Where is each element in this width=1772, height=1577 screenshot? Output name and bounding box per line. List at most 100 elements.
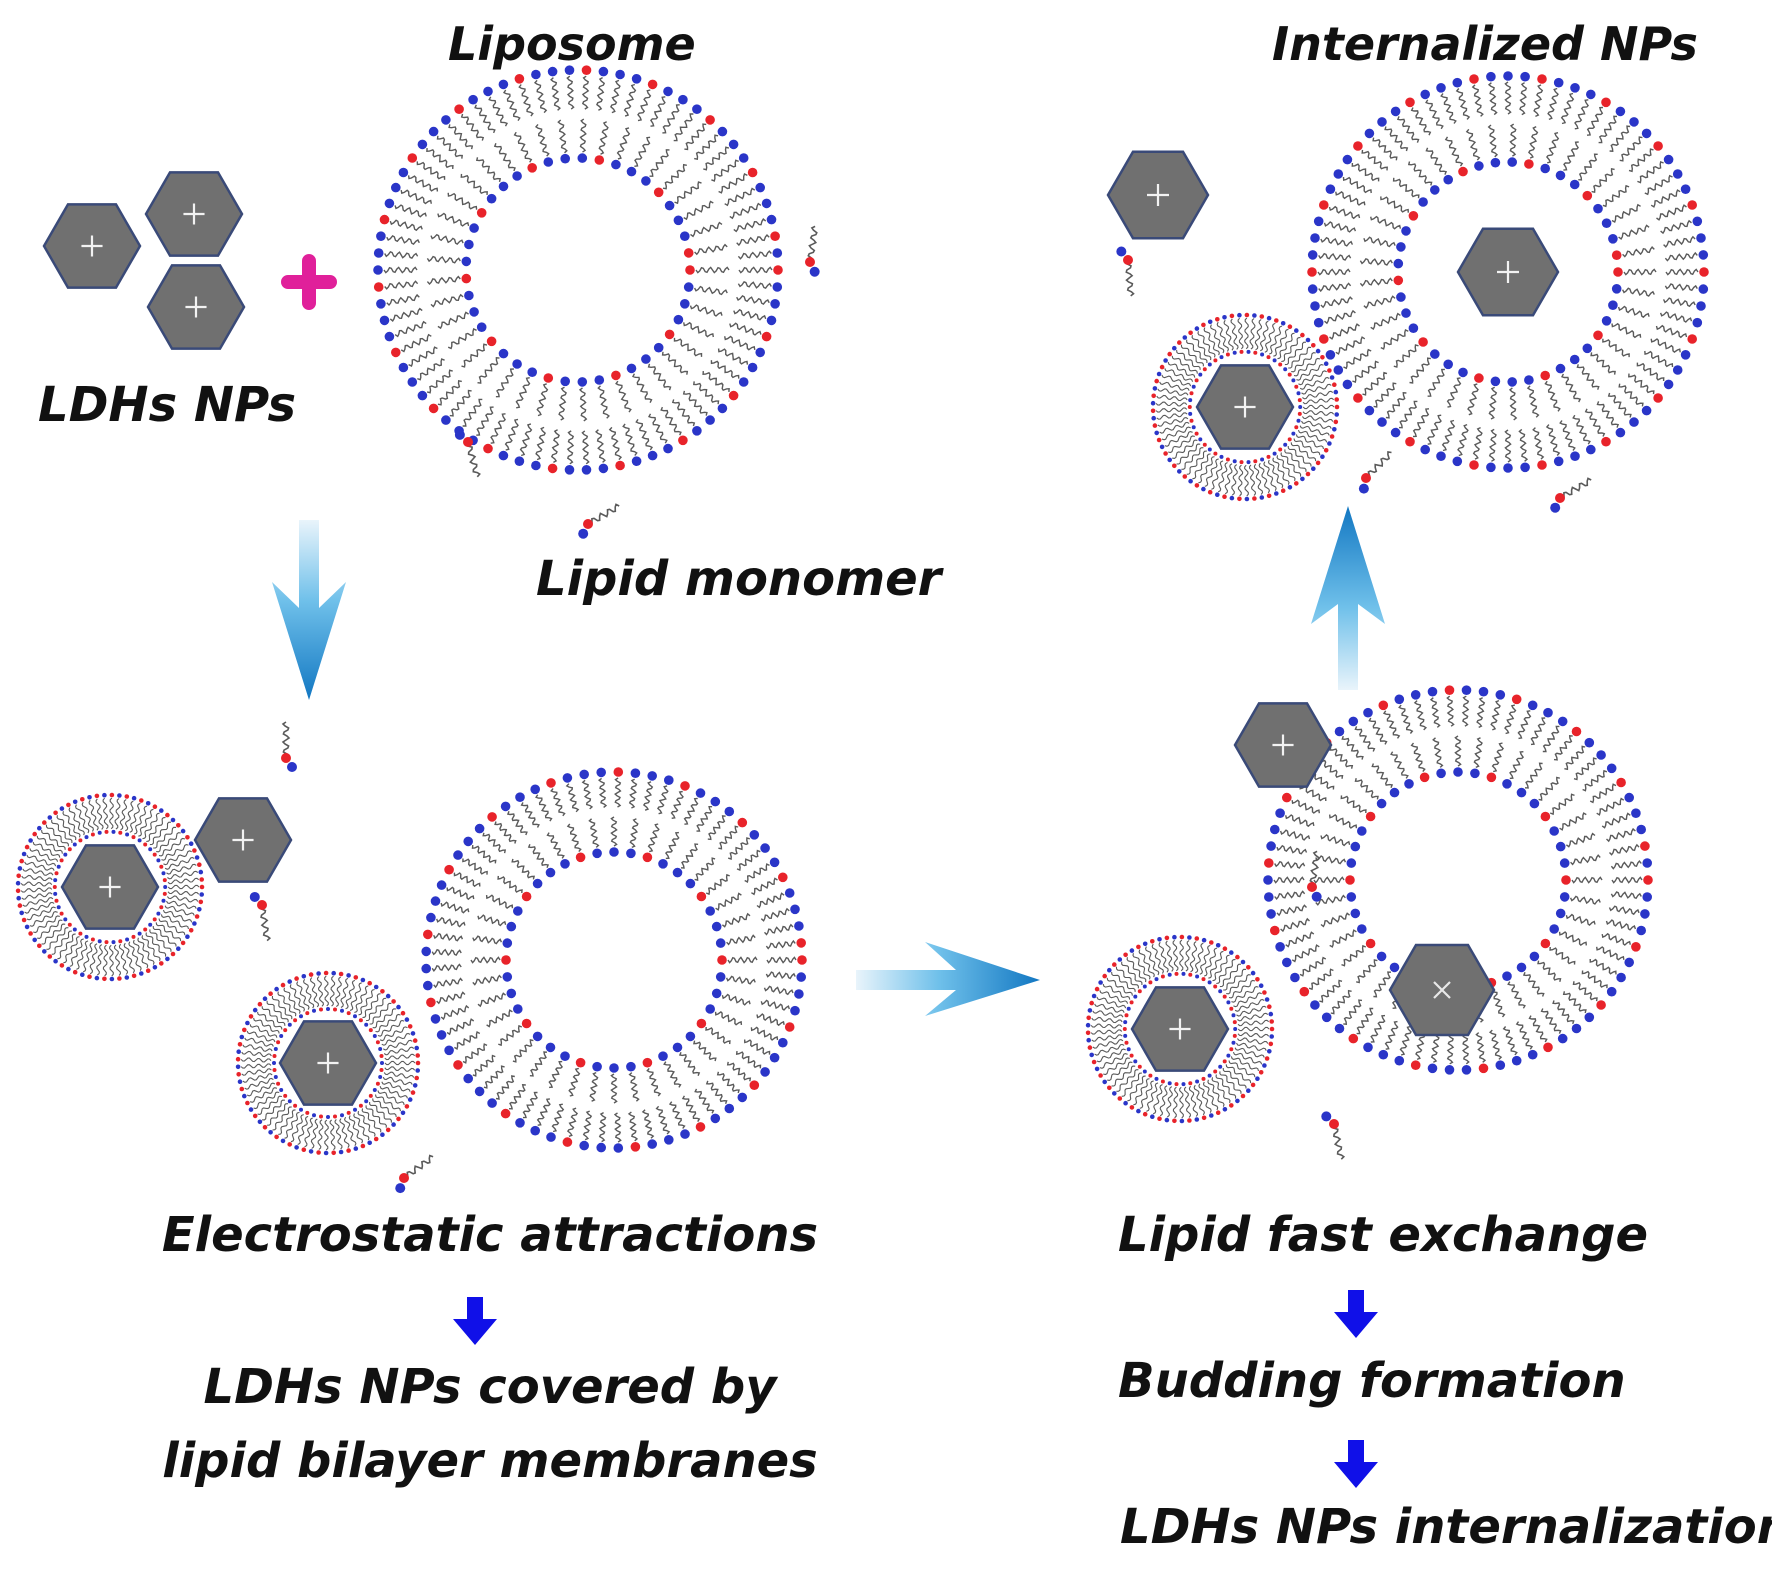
lipid-head (316, 971, 321, 976)
lipid-head (1123, 1020, 1128, 1025)
lipid-head (461, 273, 472, 284)
lipid-tail (1621, 287, 1655, 297)
lipid-head (373, 265, 383, 275)
lipid-head (1085, 1022, 1091, 1028)
lipid-head (560, 1051, 570, 1061)
lipid-head (248, 1014, 254, 1019)
lipid-head (1278, 447, 1283, 452)
lipid-head (1507, 157, 1517, 167)
lipid-head (198, 869, 204, 875)
lipid-tail (437, 379, 462, 406)
lipid-head (560, 376, 570, 387)
lipid-head (1246, 349, 1251, 354)
lipid-head (188, 928, 194, 933)
lipid-tail (1236, 1042, 1267, 1051)
lipid-head (262, 996, 268, 1001)
lipid-head (1195, 1079, 1200, 1084)
nanoparticles-layer (42, 150, 1560, 1106)
lipid-tail (375, 1013, 401, 1033)
lipid-monomer (395, 1154, 434, 1194)
lipid-head (268, 1130, 273, 1135)
lipid-head (1172, 463, 1177, 469)
lipid-tail (1490, 987, 1506, 1018)
lipid-head (272, 1054, 277, 1058)
lipid-head (710, 1113, 721, 1124)
lipid-head (560, 153, 570, 164)
lipid-tail (566, 1107, 579, 1137)
lipid-head (1182, 335, 1188, 340)
lipid-tail (1215, 1074, 1237, 1099)
lipid-head (1557, 716, 1568, 727)
lipid-tail (1126, 957, 1147, 983)
lipid-head (47, 954, 53, 959)
lipid-head (1553, 456, 1564, 467)
lipid-head (1218, 989, 1223, 994)
lipid-tail (1320, 912, 1351, 928)
lipid-head (1215, 943, 1221, 948)
lipid-tail (1660, 219, 1692, 235)
lipid-tail (597, 777, 608, 808)
lipid-tail (1253, 463, 1264, 495)
lipid-head (1258, 1070, 1264, 1075)
lipid-head (1187, 935, 1192, 940)
lipid-tail (246, 1082, 276, 1097)
lipid-head (1294, 425, 1299, 430)
lipid-monomer (805, 225, 820, 277)
lipid-head (80, 972, 85, 977)
lipid-tail (488, 96, 509, 127)
lipid-head (237, 1079, 243, 1084)
lipid-tail (271, 995, 293, 1020)
lipid-head (1561, 875, 1571, 885)
lipid-head (564, 465, 575, 475)
lipid-monomer (1550, 477, 1592, 513)
lipid-head (1264, 892, 1274, 902)
lipid-head (428, 126, 439, 137)
lipid-head (474, 823, 485, 834)
lipid-tail (460, 113, 485, 141)
lipid-tail (1590, 352, 1616, 375)
lipid-head (1167, 1081, 1172, 1086)
lipid-head (1520, 462, 1530, 473)
lipid-tail (102, 944, 109, 977)
lipid-tail (1172, 1086, 1179, 1119)
lipid-head (1555, 908, 1566, 919)
lipid-tail (568, 1067, 581, 1097)
lipid-head (367, 980, 373, 986)
lipid-head (1255, 977, 1260, 982)
lipid-head (1323, 448, 1329, 453)
lipid-head (1266, 315, 1272, 321)
lipid-tail (132, 939, 149, 969)
lipid-tail (1610, 859, 1642, 870)
lipid-tail (678, 1051, 701, 1076)
lipid-head (1624, 792, 1634, 803)
lipid-tail (705, 1080, 728, 1105)
ldh-nanoparticle-icon (278, 1020, 378, 1106)
lipid-tail (166, 900, 197, 909)
lipid-tail (1281, 336, 1301, 363)
lipid-head (760, 1067, 770, 1077)
lipid-tail (242, 1073, 273, 1083)
lipid-tail (1335, 191, 1366, 206)
lipid-tail (1237, 1012, 1269, 1022)
lipid-tail (1457, 423, 1469, 457)
lipid-head (415, 1053, 421, 1058)
lipid-tail (513, 131, 533, 163)
lipid-head (1640, 841, 1650, 851)
lipid-head (1282, 957, 1292, 968)
lipid-tail (1596, 401, 1620, 428)
lipid-tail (32, 841, 61, 858)
lipid-head (1584, 1012, 1595, 1023)
lipid-head (1430, 185, 1440, 195)
lipid-tail (1508, 387, 1518, 421)
lipid-tail (1302, 390, 1334, 400)
lipid-tail (1526, 385, 1540, 418)
lipid-head (1086, 1037, 1091, 1043)
lipid-tail (1611, 203, 1641, 224)
lipid-tail (433, 932, 464, 942)
lipid-tail (628, 778, 638, 809)
lipid-tail (1115, 966, 1139, 989)
lipid-tail (1302, 397, 1335, 405)
lipid-tail (502, 89, 521, 121)
lipid-tail (1488, 386, 1498, 420)
lipid-tail (75, 804, 90, 834)
